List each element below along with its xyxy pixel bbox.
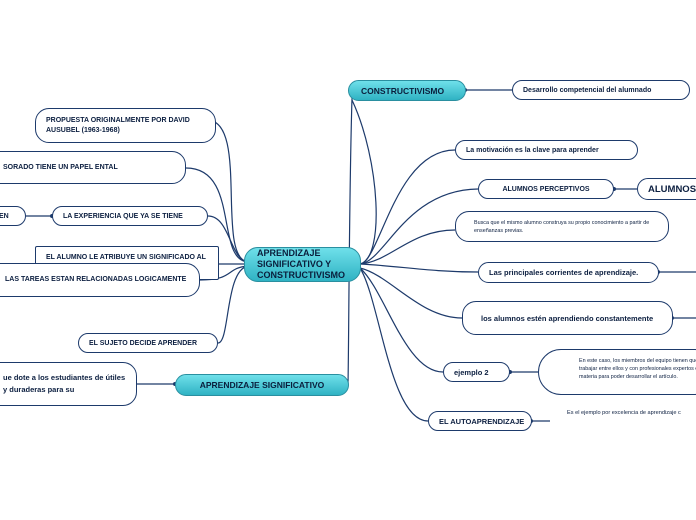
node-motivacion-label: La motivación es la clave para aprender [466, 146, 599, 154]
node-sujeto-decide-label: EL SUJETO DECIDE APRENDER [89, 339, 198, 347]
node-autoaprendizaje-label: EL AUTOAPRENDIZAJE [439, 416, 525, 426]
topic-constructivismo-label: CONSTRUCTIVISMO [361, 85, 445, 96]
node-experiencia[interactable]: LA EXPERIENCIA QUE YA SE TIENE [52, 206, 208, 226]
node-alumnos-perceptivos[interactable]: ALUMNOS PERCEPTIVOS [478, 179, 614, 199]
central-topic[interactable]: APRENDIZAJE SIGNIFICATIVO Y CONSTRUCTIVI… [244, 247, 361, 282]
node-alumnos-label: ALUMNOS [648, 183, 696, 195]
text-auto-ejemplo: Es el ejemplo por excelencia de aprendiz… [567, 410, 681, 416]
node-ejemplo-2-label: ejemplo 2 [454, 367, 489, 377]
node-alumnos[interactable]: ALUMNOS [637, 178, 696, 200]
node-desarrollo-competencial[interactable]: Desarrollo competencial del alumnado [512, 80, 690, 100]
node-busca-alumno-label: Busca que el mismo alumno construya su p… [474, 220, 650, 234]
node-en[interactable]: EN [0, 206, 26, 226]
node-profesorado-papel[interactable]: SORADO TIENE UN PAPEL ENTAL [0, 151, 186, 184]
node-dote-estudiantes-label: ue dote a los estudiantes de útiles y du… [3, 373, 126, 394]
node-tareas-label: LAS TAREAS ESTAN RELACIONADAS LOGICAMENT… [5, 276, 187, 283]
node-sujeto-decide[interactable]: EL SUJETO DECIDE APRENDER [78, 333, 218, 353]
topic-constructivismo[interactable]: CONSTRUCTIVISMO [348, 80, 466, 101]
node-autoaprendizaje[interactable]: EL AUTOAPRENDIZAJE [428, 411, 532, 431]
topic-aprendizaje-significativo-label: APRENDIZAJE SIGNIFICATIVO [199, 380, 325, 390]
node-ejemplo-2-text-label: En este caso, los miembros del equipo ti… [579, 358, 696, 380]
node-en-label: EN [0, 212, 9, 220]
central-topic-label: APRENDIZAJE SIGNIFICATIVO Y CONSTRUCTIVI… [257, 248, 346, 280]
node-ejemplo-2-text[interactable]: En este caso, los miembros del equipo ti… [538, 349, 696, 395]
node-busca-alumno[interactable]: Busca que el mismo alumno construya su p… [455, 211, 669, 242]
node-ejemplo-2[interactable]: ejemplo 2 [443, 362, 510, 382]
node-alumnos-perceptivos-label: ALUMNOS PERCEPTIVOS [502, 185, 590, 193]
node-aprendiendo[interactable]: los alumnos estén aprendiendo constantem… [462, 301, 673, 335]
node-propuesta-ausubel[interactable]: PROPUESTA ORIGINALMENTE POR DAVID AUSUBE… [35, 108, 216, 143]
node-profesorado-papel-label: SORADO TIENE UN PAPEL ENTAL [3, 163, 118, 171]
node-dote-estudiantes[interactable]: ue dote a los estudiantes de útiles y du… [0, 362, 137, 406]
node-corrientes-label: Las principales corrientes de aprendizaj… [489, 268, 639, 277]
node-experiencia-label: LA EXPERIENCIA QUE YA SE TIENE [63, 212, 183, 220]
node-desarrollo-competencial-label: Desarrollo competencial del alumnado [523, 86, 652, 94]
node-propuesta-ausubel-label: PROPUESTA ORIGINALMENTE POR DAVID AUSUBE… [46, 116, 190, 134]
node-aprendiendo-label: los alumnos estén aprendiendo constantem… [481, 313, 654, 323]
topic-aprendizaje-significativo[interactable]: APRENDIZAJE SIGNIFICATIVO [175, 374, 349, 396]
node-tareas[interactable]: LAS TAREAS ESTAN RELACIONADAS LOGICAMENT… [0, 263, 200, 297]
node-corrientes[interactable]: Las principales corrientes de aprendizaj… [478, 262, 659, 283]
node-motivacion[interactable]: La motivación es la clave para aprender [455, 140, 638, 160]
